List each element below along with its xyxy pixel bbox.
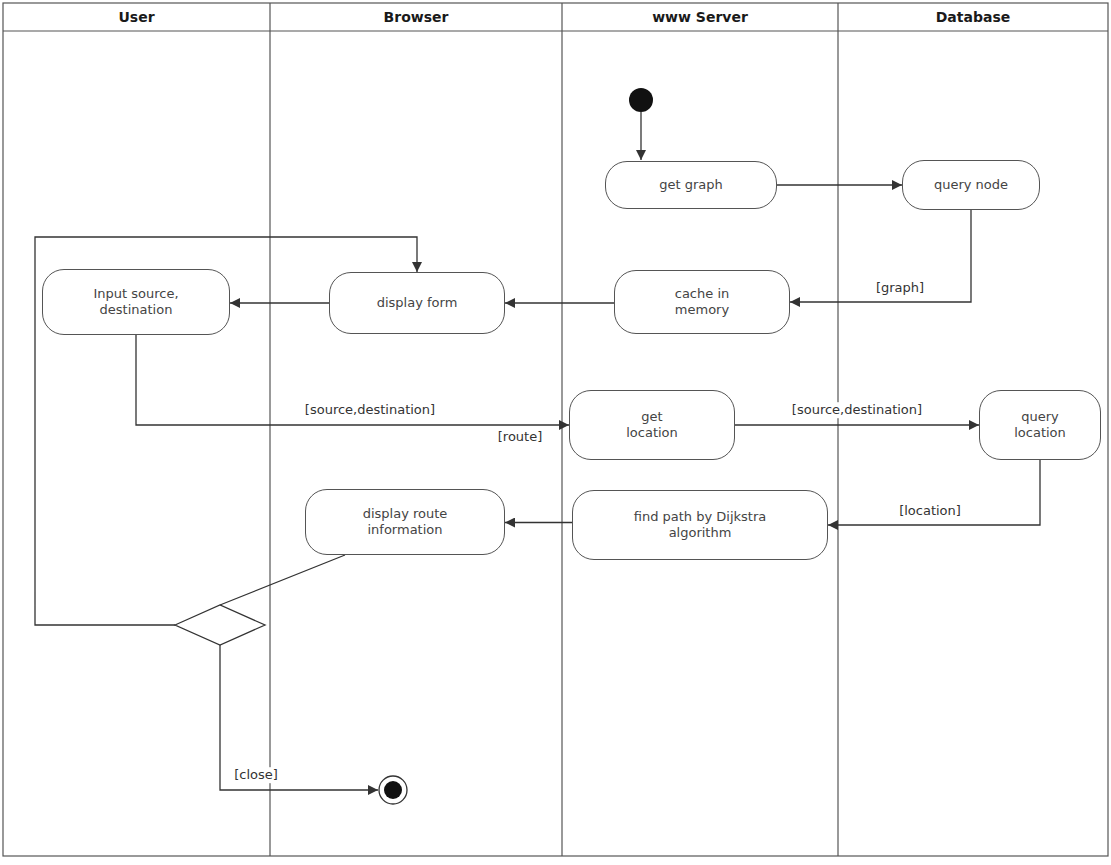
- activity-label: display route information: [337, 506, 473, 539]
- activity-box: query location: [979, 390, 1101, 460]
- swimlane: Database query node query location: [838, 3, 1108, 856]
- activity-box: cache in memory: [614, 270, 790, 334]
- guard-label: [location]: [897, 503, 963, 519]
- guard-label: [source,destination]: [303, 402, 437, 418]
- lane-divider: [561, 3, 562, 856]
- activity-label: display form: [377, 295, 458, 311]
- close-arrow: [220, 645, 378, 790]
- activity-label: cache in memory: [656, 286, 748, 319]
- activity-box: Input source, destination: [42, 269, 230, 335]
- guard-label: [graph]: [874, 280, 926, 296]
- flow-arrow: [777, 184, 902, 185]
- header-divider: [3, 30, 1108, 31]
- lane-title: Database: [936, 9, 1011, 25]
- start-arrow: [640, 112, 641, 160]
- flow-arrow: [828, 460, 1040, 525]
- activity-label: Input source, destination: [56, 286, 216, 319]
- flow-arrow: [735, 424, 979, 425]
- flow-arrow: [230, 302, 329, 303]
- guard-label: [close]: [232, 767, 280, 783]
- swimlane: UserInput source, destination: [3, 3, 270, 856]
- activity-label: query location: [999, 409, 1081, 442]
- guard-label: [route]: [496, 429, 545, 445]
- activity-box: find path by Dijkstra algorithm: [572, 490, 828, 560]
- activity-box: get graph: [605, 161, 777, 209]
- flow-arrow: [136, 335, 569, 425]
- lane-header: User: [3, 3, 270, 31]
- lane-title: www Server: [652, 9, 748, 25]
- initial-node: [629, 88, 653, 112]
- lane-divider: [269, 3, 270, 856]
- lane-header: Browser: [270, 3, 562, 31]
- lane-divider: [837, 3, 838, 856]
- activity-label: get location: [616, 409, 688, 442]
- flow-arrow: [790, 210, 971, 302]
- flow-arrow: [505, 302, 614, 303]
- swimlane-frame: [3, 3, 1108, 856]
- activity-label: get graph: [659, 177, 723, 193]
- final-node-dot: [384, 781, 402, 799]
- activity-box: query node: [902, 160, 1040, 210]
- activity-box: get location: [569, 390, 735, 460]
- lane-title: Browser: [384, 9, 449, 25]
- activity-box: display route information: [305, 489, 505, 555]
- activity-label: query node: [934, 177, 1008, 193]
- swimlane: www Server get graph cache in memory get lo…: [562, 3, 838, 856]
- lane-header: Database: [838, 3, 1108, 31]
- final-node-ring: [379, 776, 407, 804]
- activity-label: find path by Dijkstra algorithm: [624, 509, 776, 542]
- activity-box: display form: [329, 272, 505, 334]
- decision-diamond: [175, 605, 265, 645]
- lane-header: www Server: [562, 3, 838, 31]
- lane-title: User: [118, 9, 154, 25]
- flow-arrow: [505, 522, 572, 523]
- guard-label: [source,destination]: [790, 402, 924, 418]
